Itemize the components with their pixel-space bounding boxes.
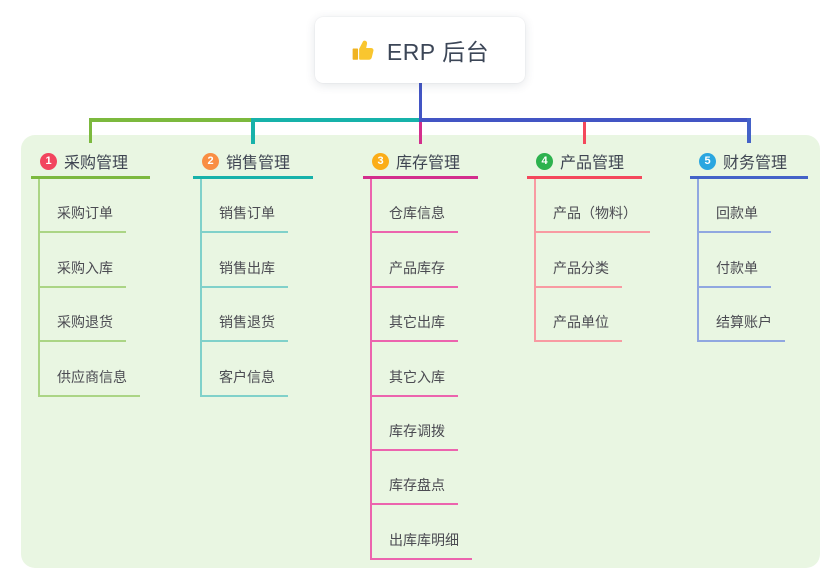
child-node[interactable]: 其它出库 <box>372 288 458 343</box>
child-node[interactable]: 库存盘点 <box>372 451 458 506</box>
branch-node-2[interactable]: 2 销售管理 <box>193 146 313 179</box>
bus-segment-green <box>88 118 253 122</box>
child-node[interactable]: 采购订单 <box>40 179 126 234</box>
thumbs-up-icon <box>351 37 377 63</box>
branch-drop-line <box>747 118 751 144</box>
branch-drop-line <box>582 122 587 144</box>
child-node[interactable]: 产品分类 <box>536 233 622 288</box>
child-label: 采购入库 <box>57 259 113 276</box>
child-label: 回款单 <box>716 205 758 222</box>
child-label: 产品库存 <box>389 259 445 276</box>
child-label: 库存调拨 <box>389 422 445 439</box>
child-node[interactable]: 产品库存 <box>372 233 458 288</box>
branch-drop-line <box>88 118 93 144</box>
child-label: 采购退货 <box>57 314 113 331</box>
branch-drop-line <box>251 122 255 144</box>
child-label: 出库库明细 <box>389 531 459 548</box>
branch-children-3: 仓库信息产品库存其它出库其它入库库存调拨库存盘点出库库明细 <box>370 179 472 560</box>
branch-node-1[interactable]: 1 采购管理 <box>31 146 150 179</box>
branches-panel <box>21 135 820 568</box>
branch-label: 销售管理 <box>226 155 291 172</box>
branch-node-4[interactable]: 4 产品管理 <box>527 146 642 179</box>
child-node[interactable]: 其它入库 <box>372 342 458 397</box>
root-node[interactable]: ERP 后台 <box>315 17 525 83</box>
child-node[interactable]: 回款单 <box>699 179 771 234</box>
branch-number-badge: 1 <box>40 152 57 170</box>
child-label: 产品（物料） <box>553 205 637 222</box>
bus-segment-teal <box>251 118 421 122</box>
branch-drop-line <box>418 122 423 144</box>
branch-number-badge: 2 <box>202 152 219 170</box>
branch-label: 库存管理 <box>396 155 461 172</box>
branch-number-badge: 4 <box>536 152 553 170</box>
branch-children-2: 销售订单销售出库销售退货客户信息 <box>200 179 288 397</box>
child-label: 其它入库 <box>389 368 445 385</box>
bus-segment-blue <box>418 118 749 122</box>
child-node[interactable]: 库存调拨 <box>372 397 458 451</box>
child-label: 销售退货 <box>219 314 275 331</box>
branch-node-5[interactable]: 5 财务管理 <box>690 146 808 179</box>
child-label: 仓库信息 <box>389 205 445 222</box>
child-node[interactable]: 仓库信息 <box>372 179 458 234</box>
child-label: 采购订单 <box>57 205 113 222</box>
child-node[interactable]: 结算账户 <box>699 288 785 343</box>
child-label: 客户信息 <box>219 368 275 385</box>
child-node[interactable]: 出库库明细 <box>372 505 472 560</box>
child-node[interactable]: 采购入库 <box>40 233 126 288</box>
child-label: 销售出库 <box>219 259 275 276</box>
branch-children-4: 产品（物料） 产品分类产品单位 <box>534 179 650 343</box>
child-node[interactable]: 产品（物料） <box>536 179 650 234</box>
child-label: 库存盘点 <box>389 477 445 494</box>
child-label: 付款单 <box>716 259 758 276</box>
child-node[interactable]: 销售出库 <box>202 233 288 288</box>
child-label: 供应商信息 <box>57 368 127 385</box>
branch-label: 产品管理 <box>560 155 625 172</box>
child-node[interactable]: 采购退货 <box>40 288 126 343</box>
child-node[interactable]: 产品单位 <box>536 288 622 343</box>
branch-label: 采购管理 <box>64 155 129 172</box>
child-label: 销售订单 <box>219 205 275 222</box>
child-label: 产品单位 <box>553 314 609 331</box>
branch-number-badge: 3 <box>372 152 389 170</box>
child-node[interactable]: 客户信息 <box>202 342 288 397</box>
child-label: 其它出库 <box>389 314 445 331</box>
child-node[interactable]: 供应商信息 <box>40 342 140 397</box>
child-label: 产品分类 <box>553 259 609 276</box>
branch-label: 财务管理 <box>723 155 788 172</box>
root-connector-line <box>418 83 423 122</box>
child-node[interactable]: 付款单 <box>699 233 771 288</box>
branch-number-badge: 5 <box>699 152 716 170</box>
branch-children-1: 采购订单采购入库采购退货供应商信息 <box>38 179 140 397</box>
root-title: ERP 后台 <box>386 39 490 65</box>
child-node[interactable]: 销售订单 <box>202 179 288 234</box>
child-label: 结算账户 <box>716 314 772 331</box>
branch-children-5: 回款单付款单结算账户 <box>697 179 785 343</box>
branch-node-3[interactable]: 3 库存管理 <box>363 146 478 179</box>
child-node[interactable]: 销售退货 <box>202 288 288 343</box>
